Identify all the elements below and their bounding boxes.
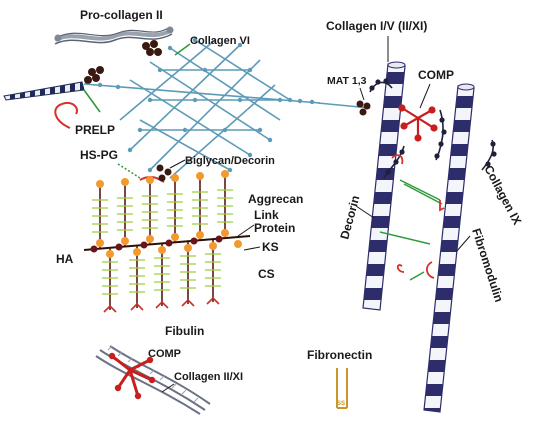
fibromodulin-label: Fibromodulin <box>469 227 506 304</box>
prelp-label: PRELP <box>75 123 115 137</box>
prelp-link <box>83 89 101 113</box>
decorin-red-hooks <box>439 200 445 212</box>
comp-top-pointer <box>419 83 431 109</box>
fibronectin-label: Fibronectin <box>307 348 372 362</box>
aggrecan-label: Aggrecan <box>248 192 303 206</box>
decorin-label: Decorin <box>337 194 362 241</box>
collagen-vi-pointer <box>174 43 191 56</box>
link-protein-label-line1: Link <box>254 208 279 222</box>
fibulin-label: Fibulin <box>165 324 204 338</box>
decorin-molecules <box>391 154 405 273</box>
link-protein-pointer <box>237 224 255 237</box>
decorin-pointer <box>355 205 375 219</box>
mat13-molecule <box>356 100 371 116</box>
aggrecan-complex <box>83 170 251 313</box>
comp-pentamer-bottom <box>110 354 154 398</box>
biglycan-decorin-label: Biglycan/Decorin <box>185 155 275 167</box>
prelp-molecule <box>54 102 78 129</box>
pro-collagen-ii-label: Pro-collagen II <box>80 8 163 22</box>
collagen-ii-xi-pointer <box>161 383 175 393</box>
collagen-i-v-label: Collagen I/V (II/XI) <box>326 19 427 33</box>
fibronectin-dimer <box>336 368 348 409</box>
collagen-ix-label: Collagen IX <box>481 163 524 227</box>
collagen-vi-label: Collagen VI <box>190 35 250 47</box>
hs-pg-label: HS-PG <box>80 148 118 162</box>
comp-pentamer-top <box>398 104 438 142</box>
link-protein-label-line2: Protein <box>254 221 295 235</box>
ha-label: HA <box>56 252 74 266</box>
decorin-green-links <box>379 179 443 281</box>
cs-label: CS <box>258 267 275 281</box>
fibromodulin-molecule <box>426 261 435 279</box>
comp-bottom-label: COMP <box>148 348 181 360</box>
biglycan-decorin-molecule <box>139 164 172 183</box>
collagen-vi-beads <box>97 37 315 173</box>
fibromodulin-pointer <box>455 235 471 253</box>
dot-cluster-top <box>142 40 162 56</box>
mat13-label: MAT 1,3 <box>327 75 367 87</box>
dot-cluster-left <box>84 66 104 84</box>
ks-label: KS <box>262 240 279 254</box>
collagen-fibril-right <box>423 83 475 413</box>
collagen-vi-network <box>83 39 321 179</box>
collagen-ii-xi-label: Collagen II/XI <box>174 371 243 383</box>
collagen-fibril-left <box>362 61 406 311</box>
collagen-ix-beads <box>369 78 497 175</box>
ks-pointer <box>243 246 261 251</box>
comp-top-label: COMP <box>418 68 454 82</box>
biglycan-pointer <box>169 159 186 169</box>
fibronectin-ss-label: SS <box>337 401 345 407</box>
pro-collagen-ii-molecule <box>54 26 174 45</box>
hs-pg-link <box>117 163 141 179</box>
comp-bottom-heads <box>108 352 156 400</box>
mat13-pointer <box>359 87 365 101</box>
pro-collagen-striped-tip <box>3 81 85 101</box>
